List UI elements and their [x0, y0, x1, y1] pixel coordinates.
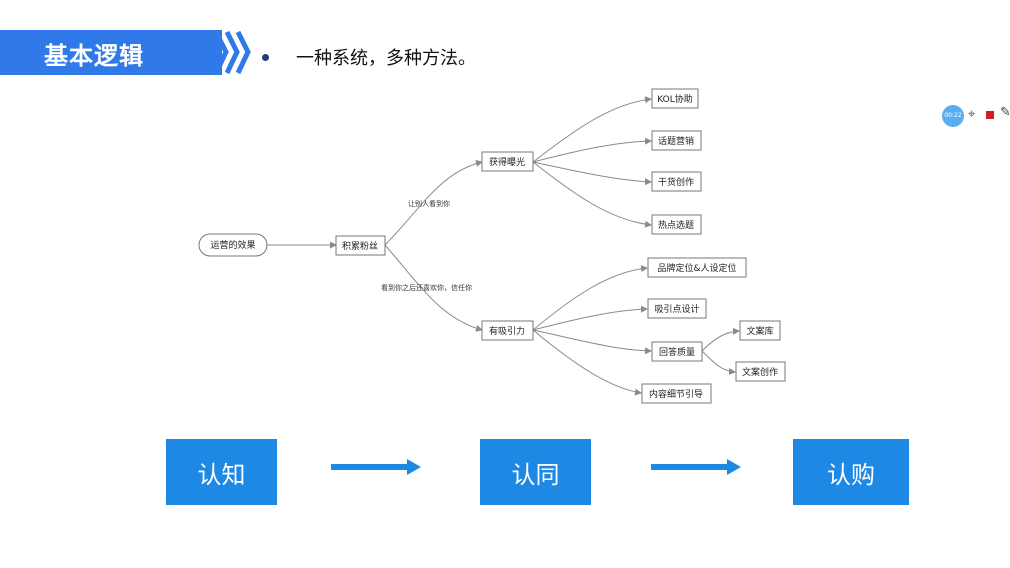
timer-icon[interactable]: 00:22 [942, 105, 964, 127]
branch-node-bottom [481, 320, 534, 341]
leaf-node [651, 88, 699, 109]
sub-leaf-node [735, 361, 786, 382]
recording-widget[interactable]: 00:22 ⌖ ✎ [942, 103, 1010, 127]
branch-node-top-label: 获得曝光 [489, 156, 525, 168]
leaf-node [641, 383, 712, 404]
root-node [198, 233, 268, 257]
leaf-node-label: 品牌定位&人设定位 [657, 262, 736, 274]
page-title: 基本逻辑 [44, 42, 144, 70]
branch-node-top [481, 151, 534, 172]
branch-node-bottom-label: 有吸引力 [489, 325, 525, 337]
leaf-node-label: KOL协助 [657, 93, 693, 105]
leaf-node [647, 257, 747, 278]
leaf-node [651, 130, 702, 151]
arrow-right-icon [331, 459, 421, 475]
root-node-label: 运营的效果 [210, 239, 255, 251]
sub-leaf-node-label: 文案库 [746, 325, 773, 337]
leaf-node [651, 341, 703, 362]
leaf-node-label: 热点选题 [658, 219, 694, 231]
sub-leaf-node-label: 文案创作 [742, 366, 778, 378]
pen-icon[interactable]: ✎ [1000, 105, 1010, 120]
leaf-node-label: 话题营销 [658, 135, 694, 147]
edge-label-bottom: 看到你之后还喜欢你，信任你 [381, 283, 472, 292]
stop-icon[interactable] [986, 111, 994, 119]
bullet-icon [262, 54, 269, 61]
title-banner [0, 30, 222, 75]
cursor-icon[interactable]: ⌖ [968, 107, 976, 122]
stage-box-awareness: 认知 [166, 439, 277, 505]
leaf-node-label: 回答质量 [659, 346, 695, 358]
leaf-node [651, 171, 702, 192]
leaf-node [647, 298, 707, 319]
leaf-node-label: 吸引点设计 [654, 303, 699, 315]
stage-box-purchase: 认购 [793, 439, 909, 505]
edge-label-top: 让别人看到你 [408, 199, 450, 208]
arrow-right-icon [651, 459, 741, 475]
leaf-node [651, 214, 702, 235]
leaf-node-label: 内容细节引导 [649, 388, 703, 400]
subtitle: 一种系统，多种方法。 [296, 48, 476, 69]
stage-box-approval: 认同 [480, 439, 591, 505]
chevron-decoration-icon [214, 30, 251, 75]
sub-leaf-node [739, 320, 781, 341]
level1-node-label: 积累粉丝 [342, 240, 378, 252]
leaf-node-label: 干货创作 [658, 176, 694, 188]
level1-node [335, 235, 386, 256]
